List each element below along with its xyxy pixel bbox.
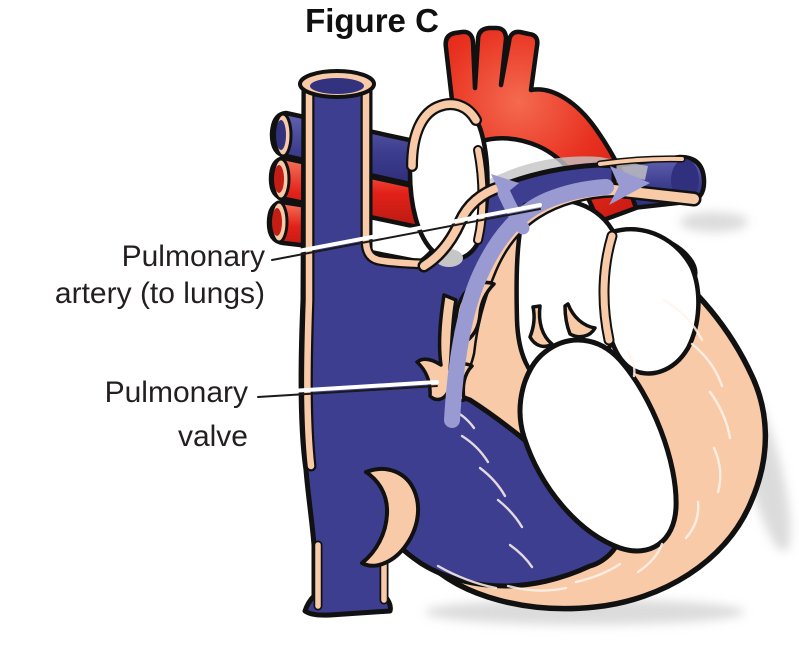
label-pulmonary-artery: Pulmonary artery (to lungs) [55,238,265,312]
label-pulmonary-valve-line1: Pulmonary [104,376,248,409]
muscle-fibers [436,298,732,592]
leader-line-pulmonary-artery [270,203,542,261]
leader-line-pulmonary-valve [256,380,439,398]
figure-title: Figure C [305,2,439,39]
left-ventricle-white [517,337,679,554]
label-pulmonary-artery-line2: artery (to lungs) [54,277,265,310]
label-pulmonary-valve: Pulmonary valve [105,371,248,459]
label-pulmonary-valve-line2: valve [177,420,248,453]
svc-cut-rim [298,69,376,99]
tricuspid-valve-leaflet [360,466,421,568]
aortic-valve-cusp-left [528,304,554,349]
label-pulmonary-artery-line1: Pulmonary [121,240,265,273]
aortic-valve-cusp-right [563,302,597,339]
